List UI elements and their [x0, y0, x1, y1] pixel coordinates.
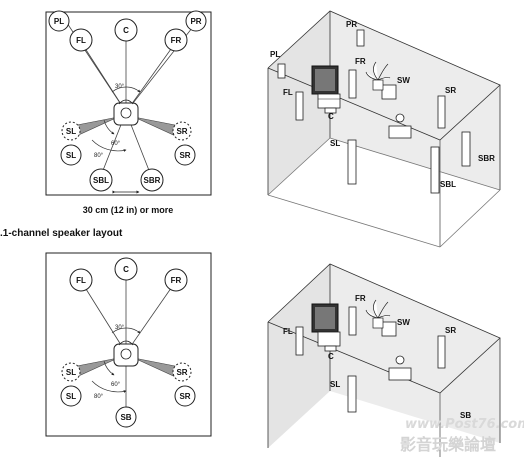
speaker-c-icon: [324, 345, 337, 352]
plant-icon: [365, 299, 391, 329]
listener-icon: [113, 99, 139, 126]
speaker-pl-icon: [277, 63, 286, 79]
speaker-pl-marker: [48, 10, 70, 32]
speaker-c-marker: [114, 257, 138, 281]
room-label: SW: [397, 76, 410, 85]
angle-label: 60°: [111, 141, 121, 147]
speaker-c-marker: [114, 18, 138, 42]
speaker-label: PL: [54, 17, 64, 26]
watermark: www.Post76.com 影音玩樂論壇: [400, 417, 524, 454]
speaker-sb-marker: [115, 406, 137, 428]
room-label: PR: [346, 20, 357, 29]
av-rack-icon: [317, 331, 341, 347]
room-label: SL: [330, 380, 340, 389]
angle-label: 60°: [111, 382, 121, 388]
section-heading: .1-channel speaker layout: [0, 228, 123, 239]
speaker-label: FL: [76, 276, 86, 285]
top-view-diagram-2: 30° 60° 80° FL C FR SL SL SR SR SB: [45, 252, 212, 437]
room-label: SL: [330, 139, 340, 148]
speaker-sbr-marker: [140, 168, 164, 192]
angle-label: 30°: [115, 325, 125, 331]
speaker-sr-marker: [174, 144, 196, 166]
room-label: C: [328, 112, 334, 121]
speaker-label: FR: [171, 276, 182, 285]
room-perspective-1: PR PL FR FL SW C SR SL SBR SBL: [267, 10, 501, 248]
speaker-label: SR: [176, 127, 187, 136]
room-label: FR: [355, 57, 366, 66]
room-perspective-2: FR FL SW C SR SL SB: [267, 263, 501, 457]
speaker-sl-alt-marker: [61, 121, 81, 141]
speaker-sbl-icon: [430, 146, 440, 194]
speaker-label: SL: [66, 368, 76, 377]
room-label: FR: [355, 294, 366, 303]
watermark-url: www.Post76.com: [405, 417, 524, 432]
speaker-fl-icon: [295, 91, 304, 121]
room-label: SW: [397, 318, 410, 327]
speaker-sr-alt-marker: [172, 362, 192, 382]
room-label: FL: [283, 327, 293, 336]
angle-label: 80°: [94, 153, 104, 159]
speaker-sl-alt-marker: [61, 362, 81, 382]
speaker-sbl-marker: [89, 168, 113, 192]
speaker-pr-icon: [356, 29, 365, 47]
listener-icon: [113, 340, 139, 367]
speaker-sr-marker: [174, 385, 196, 407]
speaker-fr-icon: [348, 69, 357, 99]
speaker-label: PR: [190, 17, 201, 26]
plant-icon: [365, 61, 391, 91]
speaker-label: SB: [120, 413, 131, 422]
speaker-label: C: [123, 26, 129, 35]
room-label: SR: [445, 326, 456, 335]
speaker-fl-icon: [295, 326, 304, 356]
room-label: SBL: [440, 180, 456, 189]
speaker-sr-alt-marker: [172, 121, 192, 141]
room-label: PL: [270, 50, 280, 59]
speaker-fl-marker: [69, 268, 93, 292]
speaker-label: SBR: [144, 176, 161, 185]
speaker-sl-icon: [347, 139, 357, 185]
top-view-diagram-1: 30° 60° 80° PL FL C FR PR: [45, 10, 212, 196]
speaker-label: SR: [176, 368, 187, 377]
watermark-text: 影音玩樂論壇: [400, 435, 496, 454]
speaker-label: FR: [171, 36, 182, 45]
speaker-pr-marker: [185, 10, 207, 32]
speaker-label: SR: [179, 151, 190, 160]
speaker-fl-marker: [69, 28, 93, 52]
speaker-label: SL: [66, 392, 76, 401]
room-label: C: [328, 352, 334, 361]
listener-chair-icon: [388, 113, 412, 139]
room-label: SBR: [478, 154, 495, 163]
speaker-label: SL: [66, 151, 76, 160]
distance-note: 30 cm (12 in) or more: [83, 205, 174, 215]
listener-chair-icon: [388, 355, 412, 381]
angle-label: 30°: [115, 84, 125, 90]
speaker-sw-icon: [381, 84, 397, 100]
room-outline: [45, 11, 212, 196]
angle-label: 80°: [94, 394, 104, 400]
speaker-fr-marker: [164, 28, 188, 52]
room-label: FL: [283, 88, 293, 97]
speaker-label: C: [123, 265, 129, 274]
speaker-label: SR: [179, 392, 190, 401]
speaker-label: SBL: [93, 176, 109, 185]
room-outline: [45, 252, 212, 437]
speaker-sl-marker: [60, 144, 82, 166]
av-rack-icon: [317, 93, 341, 109]
speaker-sl-marker: [60, 385, 82, 407]
speaker-sbr-icon: [461, 131, 471, 167]
room-label: SR: [445, 86, 456, 95]
speaker-fr-icon: [348, 306, 357, 336]
room-label: SB: [460, 411, 471, 420]
speaker-c-icon: [324, 107, 337, 114]
speaker-label: FL: [76, 36, 86, 45]
speaker-sw-icon: [381, 321, 397, 337]
speaker-sr-icon: [437, 95, 446, 129]
speaker-label: SL: [66, 127, 76, 136]
speaker-sl-icon: [347, 375, 357, 413]
speaker-fr-marker: [164, 268, 188, 292]
speaker-sr-icon: [437, 335, 446, 369]
